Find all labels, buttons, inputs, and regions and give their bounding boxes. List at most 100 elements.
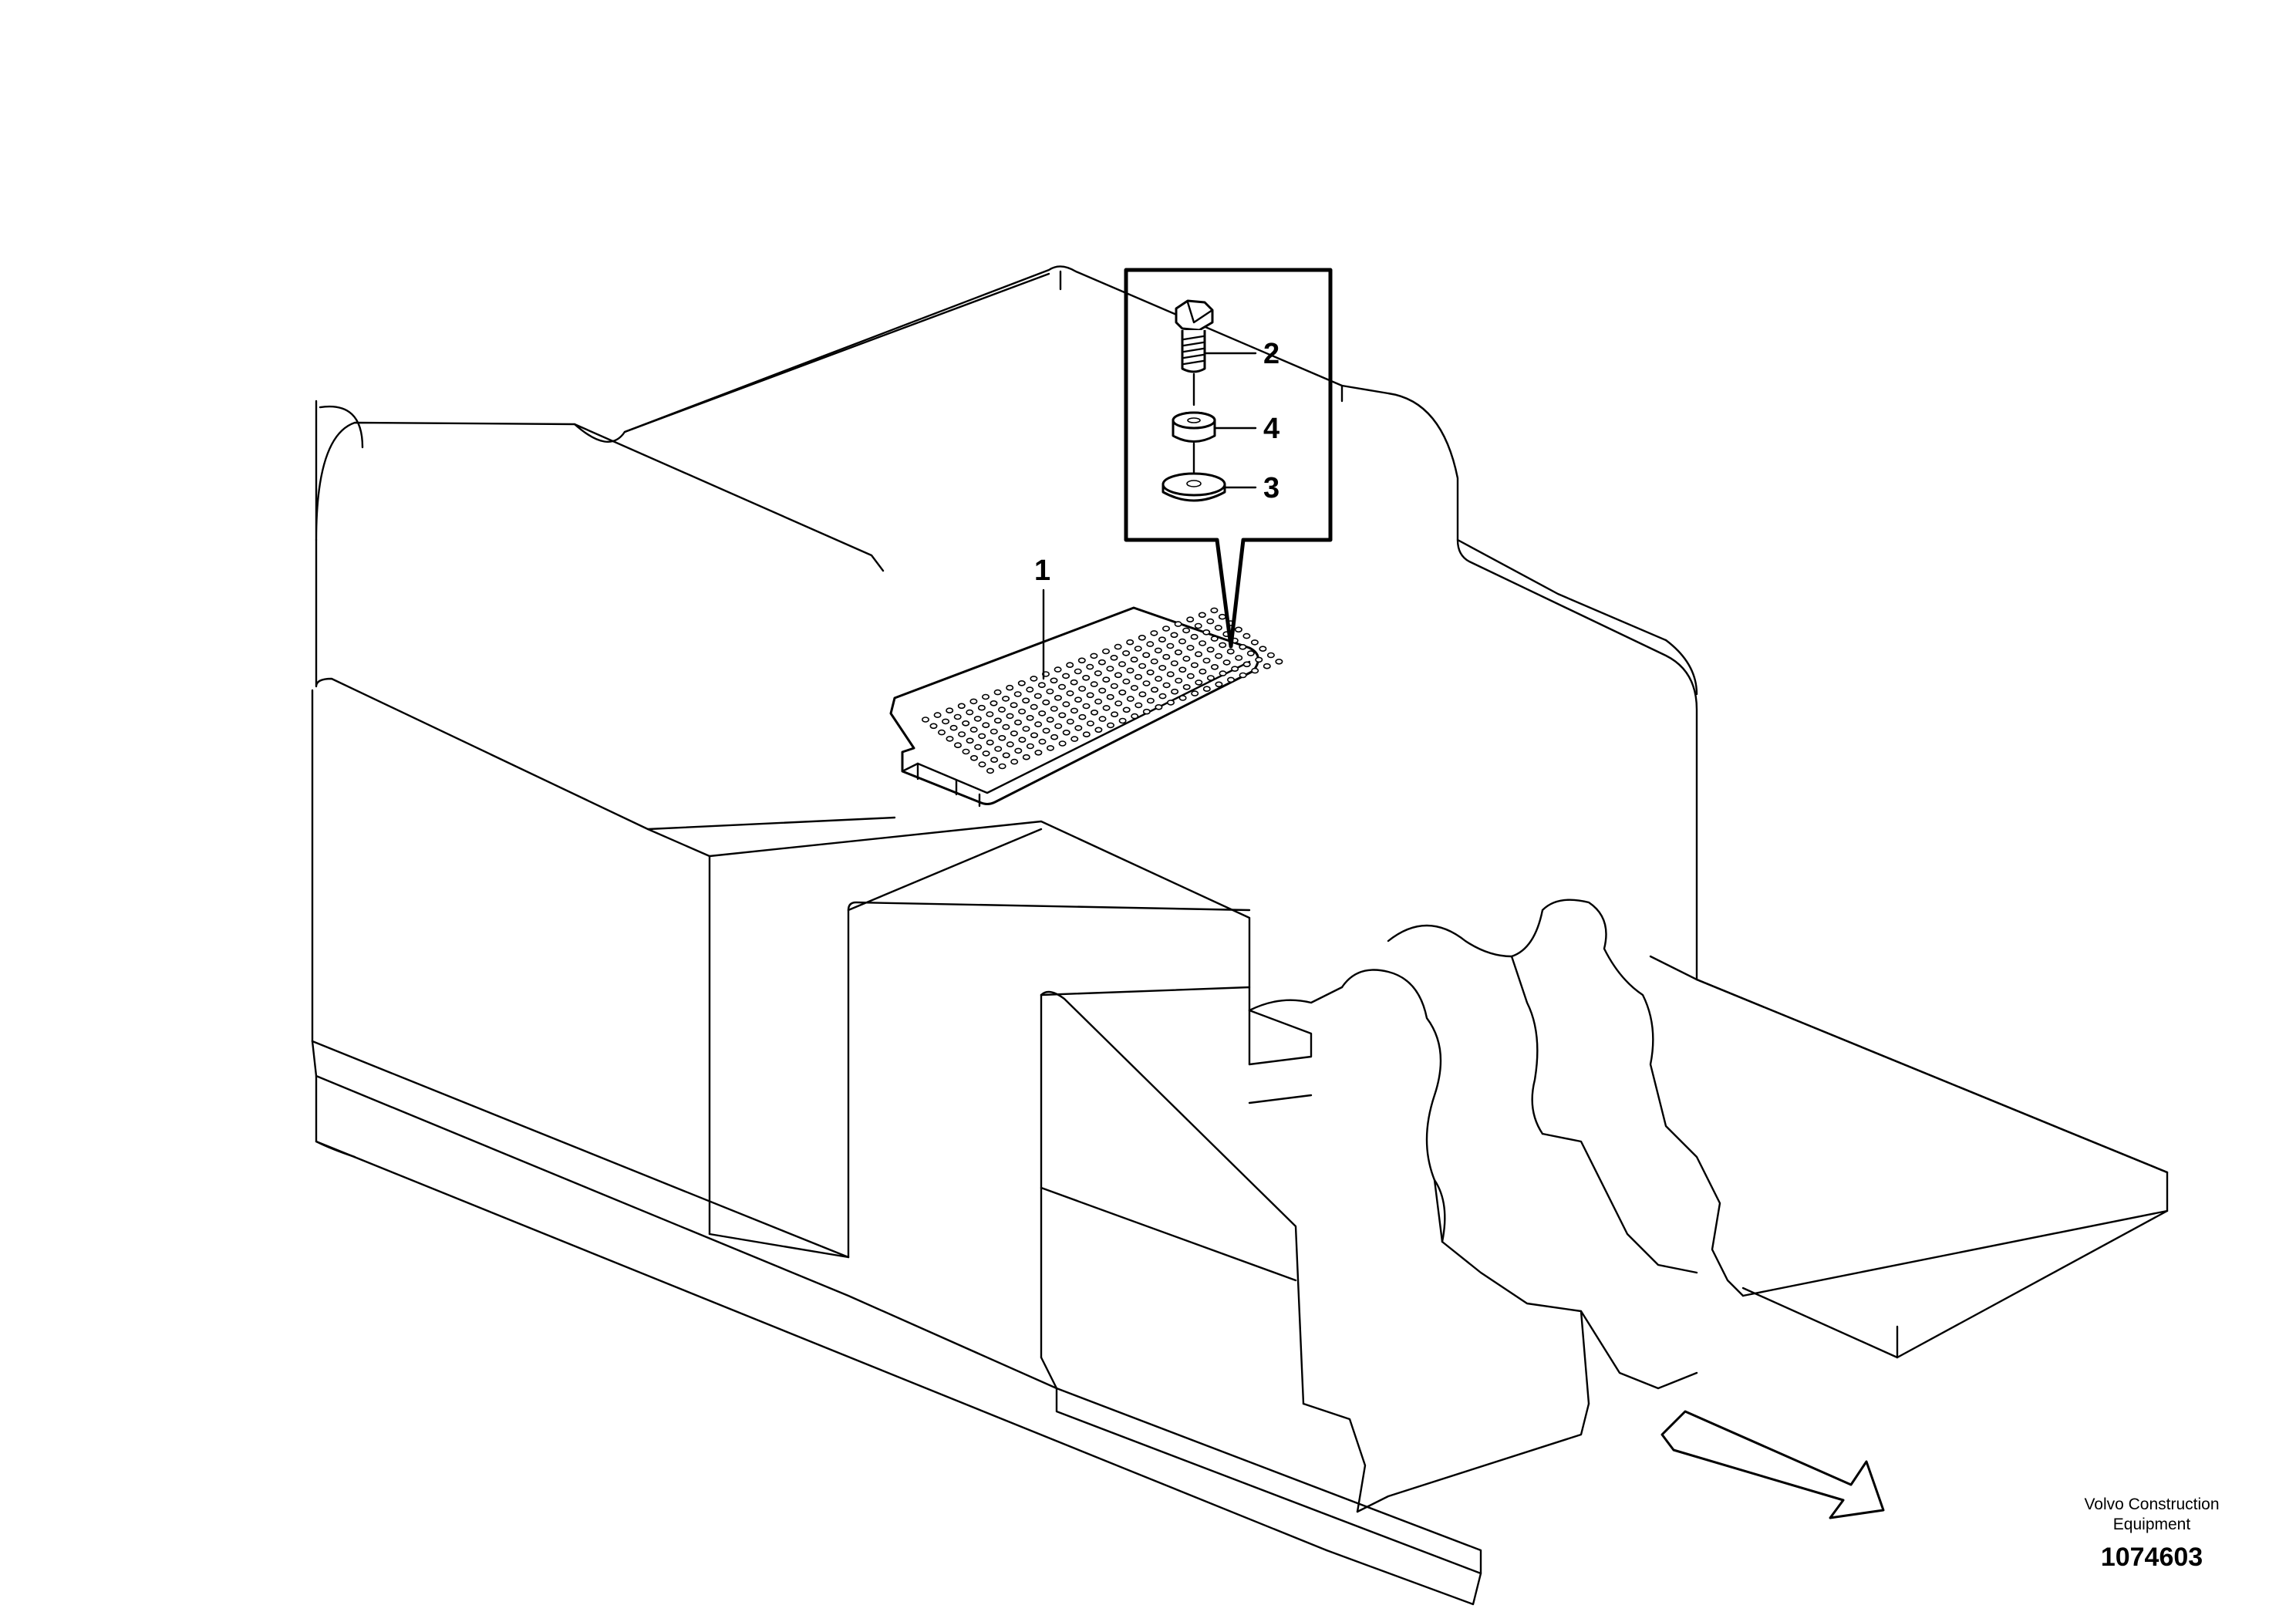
plate-holes <box>922 607 1283 774</box>
forward-direction-arrow-icon <box>1660 1410 1885 1519</box>
plate-hole <box>1174 649 1182 656</box>
plate-hole <box>1182 683 1191 690</box>
plate-hole <box>1082 674 1091 681</box>
plate-hole <box>986 711 994 717</box>
plate-hole <box>1195 679 1203 686</box>
plate-hole <box>1178 695 1187 701</box>
plate-hole <box>1226 648 1235 655</box>
plate-hole <box>1054 666 1062 673</box>
plate-hole <box>1046 688 1054 695</box>
plate-hole <box>1107 722 1115 729</box>
plate-hole <box>1050 706 1058 712</box>
plate-hole <box>1054 723 1063 730</box>
plate-hole <box>1014 719 1023 726</box>
plate-hole <box>1219 670 1227 676</box>
plate-hole <box>1146 641 1155 647</box>
plate-hole <box>1211 663 1219 670</box>
plate-hole <box>1022 754 1030 760</box>
plate-hole <box>1062 729 1070 736</box>
plate-hole <box>1102 705 1111 711</box>
plate-hole <box>1126 667 1135 674</box>
plate-hole <box>1038 710 1047 717</box>
plate-hole <box>1146 697 1155 704</box>
plate-hole <box>1062 673 1070 679</box>
plate-hole <box>1118 717 1127 724</box>
plate-hole <box>1086 720 1094 727</box>
plate-hole <box>1002 723 1010 730</box>
plate-hole <box>1263 663 1271 669</box>
plate-hole <box>982 722 990 729</box>
plate-hole <box>1158 693 1167 700</box>
plate-hole <box>1114 700 1123 706</box>
plate-hole <box>1210 607 1219 614</box>
plate-hole <box>1102 648 1111 655</box>
plate-hole <box>1070 736 1079 742</box>
plate-hole <box>1130 656 1138 663</box>
plate-hole <box>1122 706 1131 713</box>
plate-hole <box>1155 676 1163 682</box>
plate-hole <box>1142 652 1151 659</box>
plate-hole <box>1122 650 1131 656</box>
plate-hole <box>1018 737 1027 744</box>
plate-hole <box>1199 640 1207 646</box>
plate-hole <box>922 717 930 723</box>
plate-hole <box>1066 662 1074 669</box>
plate-hole <box>1082 731 1091 738</box>
plate-hole <box>1098 687 1107 694</box>
plate-hole <box>1186 645 1195 651</box>
brand-line-1: Volvo Construction <box>2084 1496 2219 1513</box>
plate-hole <box>1110 683 1118 690</box>
plate-hole <box>1126 696 1135 702</box>
plate-hole <box>1097 659 1106 666</box>
plate-hole <box>1006 713 1014 720</box>
plate-hole <box>1195 651 1203 658</box>
plate-hole <box>978 733 986 740</box>
plate-hole <box>1010 702 1018 709</box>
plate-hole <box>1231 666 1239 673</box>
plate-hole <box>1218 613 1226 620</box>
plate-hole <box>990 700 998 706</box>
plate-hole <box>1026 743 1034 750</box>
plate-hole <box>1070 707 1078 714</box>
plate-hole <box>1182 656 1191 662</box>
plate-hole <box>1030 676 1038 682</box>
plate-hole <box>1178 638 1187 645</box>
plate-hole <box>1110 654 1118 661</box>
plate-hole <box>958 731 966 737</box>
plate-hole <box>1251 667 1259 674</box>
plate-hole <box>1130 685 1138 691</box>
plate-hole <box>1122 678 1131 685</box>
plate-hole <box>1002 752 1010 759</box>
plate-hole <box>1190 633 1199 640</box>
plate-hole <box>1074 668 1082 675</box>
plate-hole <box>1034 749 1043 756</box>
plate-hole <box>1030 732 1039 739</box>
plate-hole <box>1259 646 1267 653</box>
plate-hole <box>998 706 1006 713</box>
plate-hole <box>1058 683 1067 690</box>
plate-hole <box>970 754 979 761</box>
plate-hole <box>946 736 954 742</box>
plate-hole <box>1202 657 1211 664</box>
plate-hole <box>969 698 978 705</box>
callout-label-1: 1 <box>1034 555 1050 587</box>
plate-hole <box>1158 636 1166 643</box>
plate-hole <box>1038 738 1047 745</box>
plate-hole <box>1135 702 1143 709</box>
plate-hole <box>1062 701 1070 707</box>
plate-hole <box>1191 690 1199 696</box>
plate-hole <box>1142 708 1151 715</box>
plate-hole <box>1058 712 1067 719</box>
plate-hole <box>1070 679 1078 686</box>
plate-hole <box>1030 703 1038 710</box>
plate-hole <box>1006 741 1014 747</box>
plate-hole <box>1206 675 1215 681</box>
plate-hole <box>1202 686 1211 693</box>
plate-hole <box>1078 713 1087 720</box>
plate-hole <box>998 763 1006 770</box>
plate-hole <box>1275 658 1283 665</box>
plate-hole <box>929 723 938 730</box>
plate-hole <box>1010 758 1019 765</box>
plate-hole <box>1086 692 1094 699</box>
